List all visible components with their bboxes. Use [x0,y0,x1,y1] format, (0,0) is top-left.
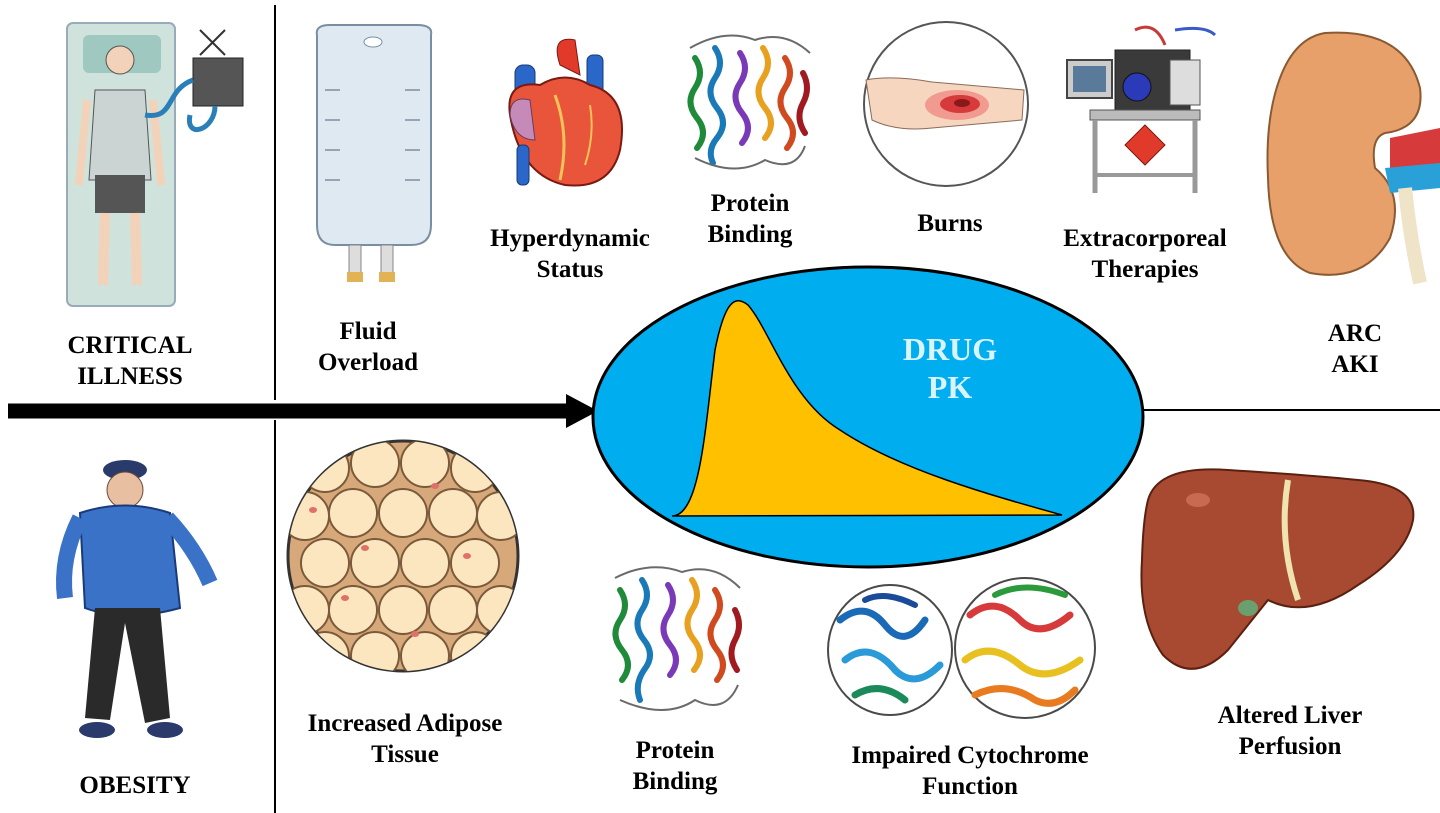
hyperdynamic-label: Hyperdynamic Status [470,223,670,285]
obese-person-illustration [56,460,218,738]
fluid-overload-line2: Overload [318,349,418,376]
obesity-label: OBESITY [30,770,240,801]
protein-binding-bottom-line2: Binding [632,768,718,795]
extracorporeal-line2: Therapies [1091,256,1199,283]
hyperdynamic-line1: Hyperdynamic [490,225,650,252]
protein-top-illustration [687,34,811,170]
adipose-label: Increased Adipose Tissue [280,708,530,770]
kidney-illustration [1266,31,1440,285]
adipose-line2: Tissue [371,741,439,768]
protein-binding-top-label: Protein Binding [670,188,830,250]
critical-patient-illustration [66,22,244,307]
burns-label: Burns [870,208,1030,239]
protein-binding-top-line1: Protein [710,190,790,217]
fluid-overload-label: Fluid Overload [288,316,448,378]
adipose-tissue-illustration [286,439,520,673]
extracorporeal-line1: Extracorporeal [1063,225,1227,252]
extracorporeal-label: Extracorporeal Therapies [1040,223,1250,285]
fluid-overload-line1: Fluid [339,318,397,345]
burns-line1: Burns [917,210,983,237]
heart-illustration [508,38,623,187]
center-label-line1: DRUG [902,331,998,367]
arc-aki-line1: ARC [1327,320,1383,347]
critical-illness-label: CRITICAL ILLNESS [30,330,230,392]
cytochrome-illustration [827,577,1096,719]
cytochrome-line2: Function [922,773,1018,800]
burns-illustration [863,21,1029,187]
protein-binding-top-line2: Binding [707,221,793,248]
liver-line1: Altered Liver [1217,702,1363,729]
cytochrome-line1: Impaired Cytochrome [851,742,1089,769]
pk-curve [671,300,1063,517]
adipose-line1: Increased Adipose [307,710,503,737]
cytochrome-label: Impaired Cytochrome Function [825,740,1115,802]
protein-binding-bottom-label: Protein Binding [595,735,755,797]
arc-aki-line2: AKI [1331,351,1379,378]
obesity-line1: OBESITY [79,772,191,799]
hyperdynamic-line2: Status [536,256,604,283]
protein-binding-bottom-line1: Protein [635,737,715,764]
liver-illustration [1140,468,1415,670]
critical-illness-line1: CRITICAL [67,332,193,359]
iv-bag-illustration [315,24,433,282]
liver-label: Altered Liver Perfusion [1180,700,1400,762]
extracorporeal-illustration [1066,25,1217,193]
protein-bottom-illustration [612,566,742,711]
arc-aki-label: ARC AKI [1290,318,1420,380]
critical-illness-line2: ILLNESS [77,363,183,390]
center-label-line2: PK [927,369,973,405]
center-label: DRUG PK [870,330,1030,406]
liver-line2: Perfusion [1238,733,1342,760]
